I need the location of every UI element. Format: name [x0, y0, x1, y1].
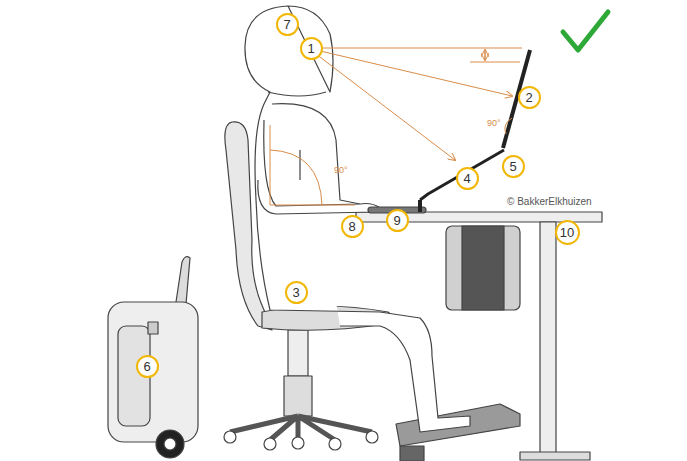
callout-circle: 8 [341, 215, 364, 238]
callout-number: 2 [525, 91, 532, 104]
callout-number: 6 [143, 360, 150, 373]
angle-label: 90° [334, 166, 348, 175]
check-mark [563, 12, 608, 50]
callout-circle: 7 [276, 13, 299, 36]
callout-circle: 1 [300, 37, 323, 60]
callout-circle: 10 [555, 220, 580, 245]
angle-label: 90° [487, 119, 501, 128]
callout-number: 4 [463, 172, 470, 185]
callout-number: 7 [283, 18, 290, 31]
callout-circle: 3 [285, 281, 308, 304]
callout-circle: 9 [386, 209, 409, 232]
callout-circle: 6 [136, 355, 159, 378]
callout-number: 3 [292, 286, 299, 299]
callout-circle: 2 [518, 86, 541, 109]
callout-circle: 5 [502, 155, 525, 178]
callout-circle: 4 [456, 167, 479, 190]
callout-number: 1 [307, 42, 314, 55]
callout-number: 10 [560, 226, 574, 239]
callout-number: 8 [348, 220, 355, 233]
watermark: © BakkerElkhuizen [507, 197, 592, 207]
callout-number: 5 [509, 160, 516, 173]
callout-number: 9 [393, 214, 400, 227]
